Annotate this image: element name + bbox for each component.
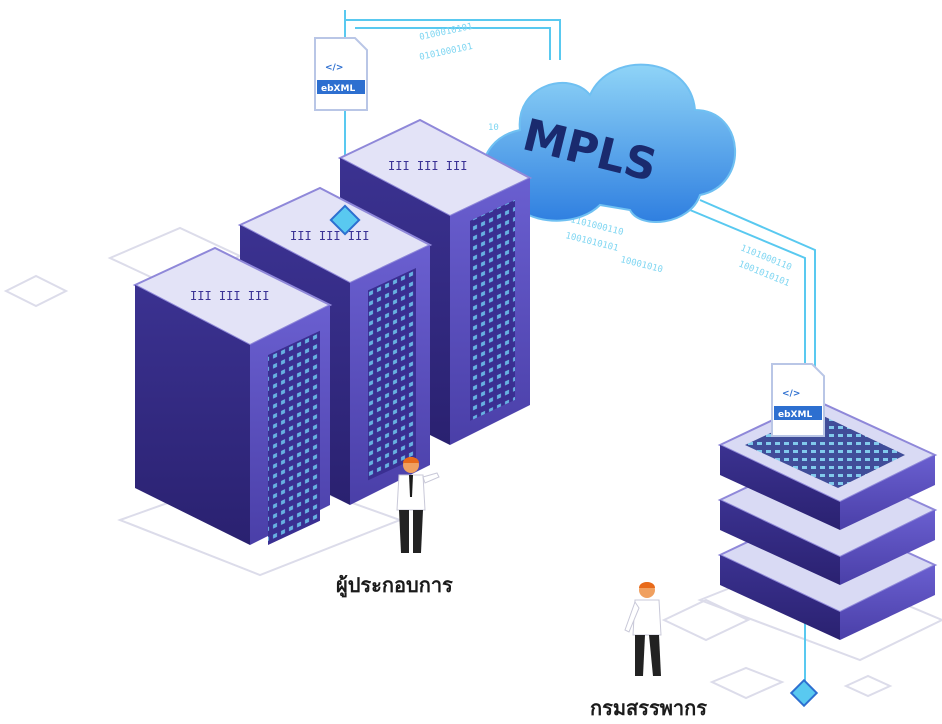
connector-node (789, 678, 819, 708)
code-glyph: </> (782, 389, 800, 399)
server-rack: III III III (132, 246, 333, 546)
mpls-cloud-icon: MPLS (481, 63, 736, 223)
revenue-server-stack (717, 398, 938, 708)
ebxml-file-icon: </> ebXML (314, 37, 368, 111)
operator-server-racks: III III III III III III III III III (132, 118, 533, 546)
diamond-outline (843, 674, 893, 698)
diamond-outline (709, 666, 785, 700)
diamond-outline (3, 274, 69, 308)
svg-text:III III III: III III III (190, 289, 269, 303)
revenue-person-icon (624, 582, 662, 676)
code-glyph: </> (325, 63, 343, 73)
ebxml-label: ebXML (778, 410, 812, 420)
ebxml-label: ebXML (321, 84, 355, 94)
binary-text: 10 (488, 123, 499, 133)
svg-text:III III III: III III III (290, 229, 369, 243)
binary-text: 0101000101 (419, 42, 474, 63)
operator-label: ผู้ประกอบการ (336, 573, 453, 597)
link-line (355, 27, 551, 60)
connector-node (329, 204, 361, 236)
binary-text: 0100010101 (419, 22, 474, 43)
binary-text: 10001010 (619, 255, 663, 275)
diamond-outline (661, 598, 751, 642)
revenue-department-label: กรมสรรพากร (590, 696, 707, 720)
ebxml-file-icon: </> ebXML (771, 363, 825, 437)
cloud-shape (481, 63, 736, 223)
link-line (699, 199, 816, 420)
svg-text:III III III: III III III (388, 159, 467, 173)
link-line (345, 19, 561, 60)
operator-person-icon (396, 457, 440, 553)
